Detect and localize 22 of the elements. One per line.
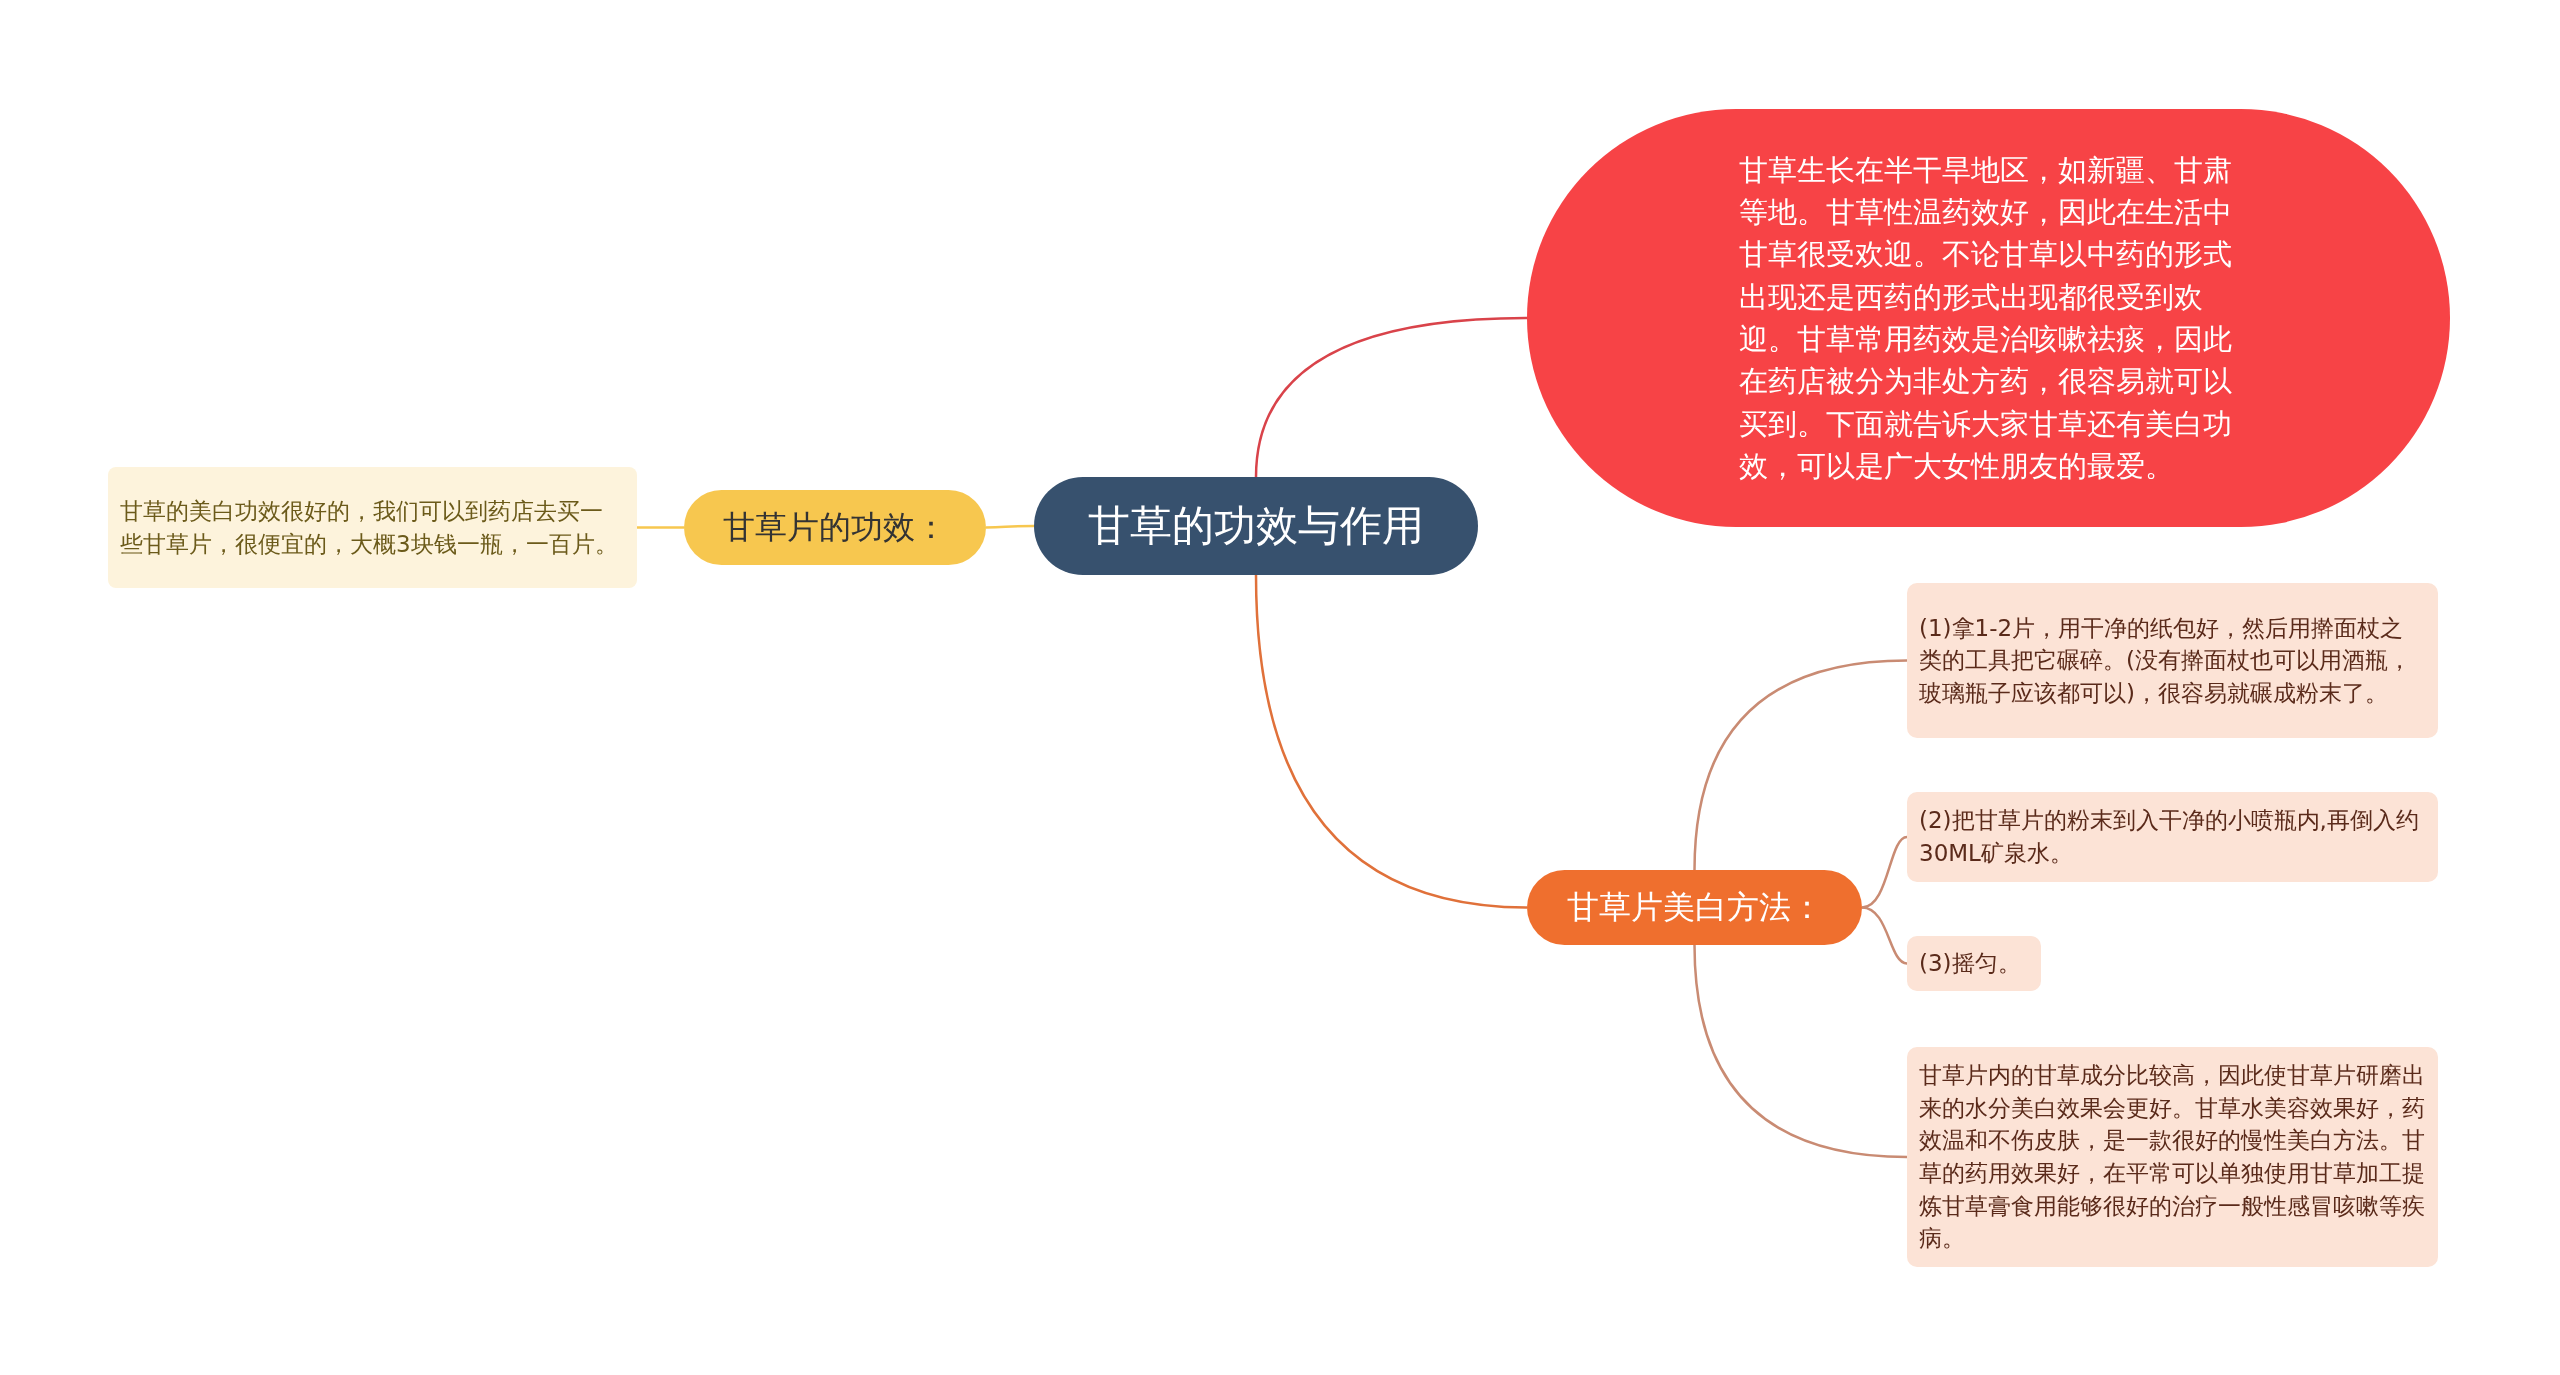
node-text: (3)摇匀。 [1919, 949, 2021, 979]
connector-line [1861, 906, 1908, 965]
node-text: 甘草生长在半干旱地区，如新疆、甘肃等地。甘草性温药效好，因此在生活中甘草很受欢迎。不论甘草以中药的形式出现还是西药的形式出现都很受到欢迎。甘草常用药效是治咳嗽祛痰，因此在药店被分为非处方药，很容易就可以买到。下面就告诉大家甘草还有美白功效，可以是广大女性朋友的最爱。 [1738, 151, 2233, 485]
node-text: 甘草片美白方法： [1566, 888, 1823, 927]
node-text: 甘草的功效与作用 [1088, 500, 1424, 552]
connector-line [637, 526, 684, 529]
node-text: 甘草片的功效： [723, 508, 947, 547]
node-text: (1)拿1-2片，用干净的纸包好，然后用擀面杖之类的工具把它碾碎。(没有擀面杖也可以用酒瓶，玻璃瓶子应该都可以)，很容易就碾成粉末了。 [1919, 613, 2412, 708]
connector-line [1254, 316, 1528, 478]
step-note [1907, 583, 2438, 738]
connector-line [986, 524, 1034, 529]
step-note [1907, 1047, 2438, 1267]
connector-line [1693, 659, 1908, 871]
node-text: 甘草的美白功效很好的，我们可以到药店去买一些甘草片，很便宜的，大概3块钱一瓶，一百片。 [120, 497, 619, 559]
node-text: (2)把甘草片的粉末到入干净的小喷瓶内,再倒入约30ML矿泉水。 [1919, 806, 2420, 868]
node-text: 甘草片内的甘草成分比较高，因此使甘草片研磨出来的水分美白效果会更好。甘草水美容效果好，药效温和不伤皮肤，是一款很好的慢性美白方法。甘草的药用效果好，在平常可以单独使用甘草加工提炼甘草膏食用能够很好的治疗一般性感冒咳嗽等疾病。 [1919, 1061, 2426, 1254]
connector-line [1861, 835, 1908, 909]
step-note [1907, 936, 2041, 991]
connector-line [1693, 944, 1908, 1159]
leaf-note [108, 467, 637, 588]
step-note [1907, 792, 2438, 882]
connector-line [1254, 574, 1528, 909]
